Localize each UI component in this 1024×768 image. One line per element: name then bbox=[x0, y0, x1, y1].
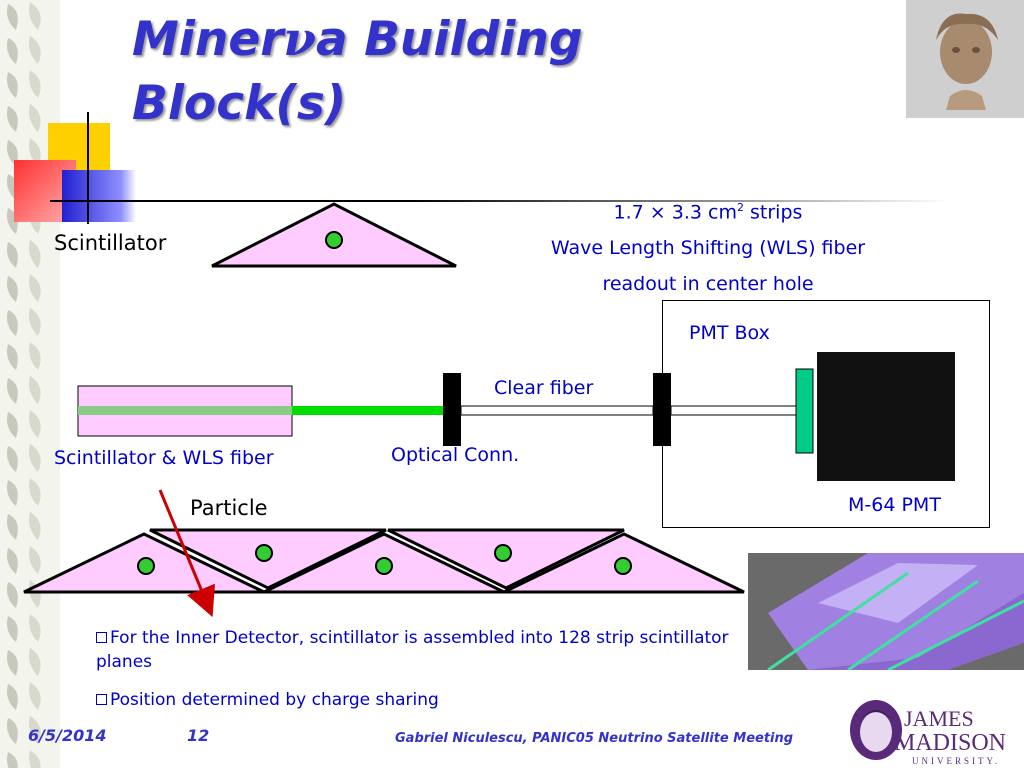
readout-line: readout in center hole bbox=[602, 273, 814, 296]
particle-track-arrow bbox=[158, 489, 215, 618]
strip-description: 1.7 × 3.3 cm2 strips Wave Length Shiftin… bbox=[478, 190, 938, 302]
strip-size-superscript: 2 bbox=[736, 201, 744, 214]
bullet-item: For the Inner Detector, scintillator is … bbox=[96, 626, 756, 674]
title-text-building: a Building bbox=[316, 12, 583, 67]
checkbox-bullet-icon bbox=[96, 694, 107, 705]
bullet-item: Position determined by charge sharing bbox=[96, 688, 756, 712]
pmt-window bbox=[795, 368, 814, 454]
plane-fiber-hole-5 bbox=[614, 557, 632, 575]
scint-wls-fiber-label: Scintillator & WLS fiber bbox=[54, 447, 274, 469]
clear-fiber-label: Clear fiber bbox=[494, 377, 594, 399]
plane-fiber-hole-4 bbox=[494, 544, 512, 562]
footer-date: 6/5/2014 bbox=[28, 726, 107, 745]
plane-fiber-hole-1 bbox=[137, 557, 155, 575]
slide-title: Minerνa Building Block(s) bbox=[132, 8, 772, 136]
jmu-logo-line1: JAMES bbox=[904, 706, 974, 731]
strip-size-line: 1.7 × 3.3 cm2 strips bbox=[478, 190, 938, 230]
bullet-text: Position determined by charge sharing bbox=[110, 690, 439, 710]
optical-conn-label: Optical Conn. bbox=[391, 444, 520, 466]
m64-pmt-label: M-64 PMT bbox=[848, 494, 941, 516]
title-decor-blue-square bbox=[62, 170, 136, 222]
checkbox-bullet-icon bbox=[96, 632, 107, 643]
plane-fiber-hole-3 bbox=[375, 557, 393, 575]
title-decor-vertical-line bbox=[87, 112, 89, 224]
footer-page-number: 12 bbox=[187, 726, 210, 745]
title-text-nu: ν bbox=[283, 12, 317, 67]
particle-label: Particle bbox=[190, 496, 268, 520]
bullet-text: For the Inner Detector, scintillator is … bbox=[96, 628, 729, 672]
scintillator-strips-photo bbox=[748, 553, 1024, 670]
strip-size-text: 1.7 × 3.3 cm bbox=[613, 201, 737, 224]
clear-fiber-segment-2 bbox=[670, 405, 797, 416]
jmu-logo-line3: UNIVERSITY. bbox=[912, 756, 1000, 766]
footer-credit: Gabriel Niculescu, PANIC05 Neutrino Sate… bbox=[395, 731, 794, 746]
pmt-body bbox=[817, 352, 955, 481]
optical-connector-left bbox=[443, 373, 461, 446]
wls-fiber-segment bbox=[292, 406, 444, 415]
title-underline bbox=[50, 200, 950, 202]
wls-fiber-line: Wave Length Shifting (WLS) fiber bbox=[550, 237, 866, 260]
clear-fiber-segment-1 bbox=[460, 405, 654, 416]
title-text-blocks: Block(s) bbox=[132, 76, 347, 131]
plane-fiber-hole-2 bbox=[255, 544, 273, 562]
corner-portrait-logo bbox=[906, 0, 1024, 118]
strip-size-suffix: strips bbox=[743, 201, 803, 224]
bullet-list: For the Inner Detector, scintillator is … bbox=[96, 626, 756, 726]
jmu-logo: JAMES MADISON UNIVERSITY. bbox=[850, 700, 1006, 766]
scintillator-label: Scintillator bbox=[54, 231, 167, 255]
wls-fiber-hole bbox=[325, 231, 343, 249]
title-text-miner: Miner bbox=[132, 12, 284, 67]
optical-connector-right bbox=[653, 373, 671, 446]
jmu-logo-line2: MADISON bbox=[894, 730, 1006, 756]
pmt-box-label: PMT Box bbox=[689, 322, 770, 344]
wls-fiber-in-bar bbox=[78, 406, 292, 415]
